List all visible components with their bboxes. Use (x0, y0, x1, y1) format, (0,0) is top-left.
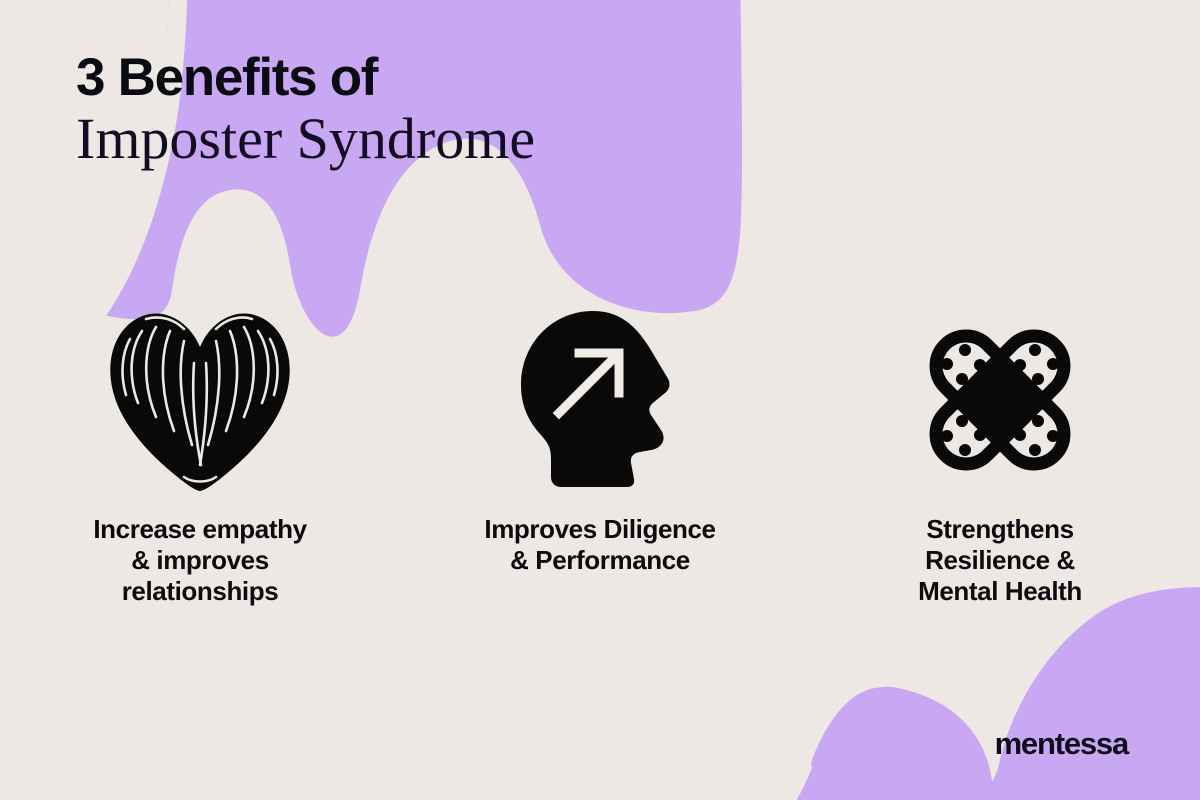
benefit-card-3: Strengthens Resilience & Mental Health (800, 300, 1200, 607)
brand-logo: mentessa (994, 726, 1130, 761)
benefit-card-2: Improves Diligence & Performance (400, 300, 800, 576)
head-with-up-right-arrow-icon (521, 311, 670, 487)
crossed-bandages-icon (929, 329, 1071, 471)
benefit-icon-2 (515, 300, 685, 500)
benefit-caption-1: Increase empathy & improves relationship… (93, 514, 307, 606)
benefit-caption-2: Improves Diligence & Performance (484, 514, 716, 575)
top-purple-heart-blob (0, 0, 742, 337)
benefit-card-1: Increase empathy & improves relationship… (0, 300, 400, 607)
bottom-purple-heart-left-lobe (796, 686, 996, 800)
benefit-caption-3: Strengthens Resilience & Mental Health (918, 514, 1082, 606)
scribbled-heart-icon (110, 313, 290, 491)
benefits-row: Increase empathy & improves relationship… (0, 300, 1200, 630)
page-title: 3 Benefits of Imposter Syndrome (76, 48, 696, 170)
title-line-2: Imposter Syndrome (76, 106, 536, 171)
title-line-1: 3 Benefits of (76, 48, 378, 107)
heart-notch-wedge-upper (0, 0, 188, 418)
heart-notch-wedge (0, 0, 169, 379)
benefit-icon-3 (902, 300, 1098, 500)
benefit-icon-1 (100, 300, 300, 500)
